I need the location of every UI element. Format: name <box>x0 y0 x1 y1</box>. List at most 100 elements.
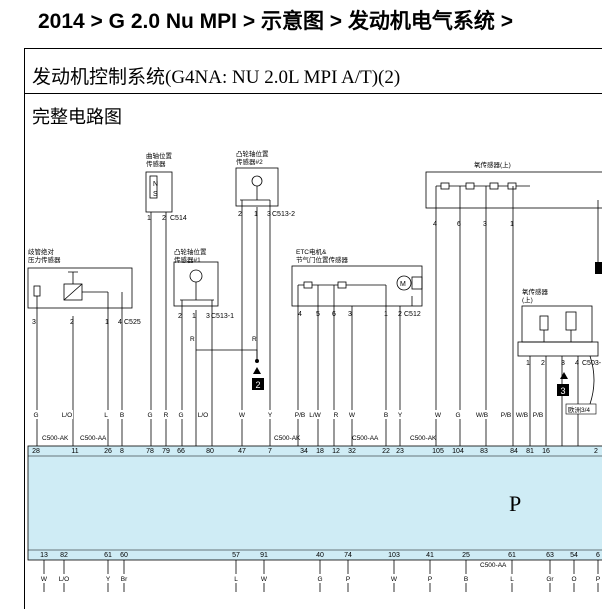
o2b-pin-3: 3 <box>561 360 565 367</box>
wire-color-bg <box>144 410 156 419</box>
splice-dot <box>255 359 259 363</box>
ecu-top-pin: 7 <box>268 448 272 455</box>
diagram-subtitle: 完整电路图 <box>32 107 122 127</box>
wire-color-bg <box>461 574 471 583</box>
ecu-top-pin: 78 <box>146 448 154 455</box>
marker-3b-box <box>595 262 602 274</box>
wire-color-top: G <box>147 412 152 419</box>
wire-color-bottom: Gr <box>546 576 554 583</box>
map-pin-3: 3 <box>32 319 36 326</box>
o2-upstream-label: 氧传感器(上) <box>474 160 511 169</box>
marker-2-label: 2 <box>255 380 260 390</box>
etc-pin-6: 6 <box>332 311 336 318</box>
ecu-top-pin: 16 <box>542 448 550 455</box>
o2up-pin-3: 3 <box>483 221 487 228</box>
marker-3-label: 3 <box>560 386 565 396</box>
ecu-bottom-pin: 91 <box>260 552 268 559</box>
wire-color-bg <box>160 410 172 419</box>
wire-color-top: R <box>334 412 339 419</box>
etc-label-1: ETC电机& <box>296 247 327 256</box>
map-sensor-box <box>27 267 133 309</box>
wire-color-top: L/W <box>309 412 321 419</box>
o2up-pin-4: 4 <box>433 221 437 228</box>
wire-color-top: L/O <box>198 412 208 419</box>
wire-color-bg <box>119 574 129 583</box>
wire-color-top: L <box>104 412 108 419</box>
cam2-pin-2: 2 <box>238 211 242 218</box>
wire-color-bg <box>330 410 342 419</box>
wire-color-top: G <box>455 412 460 419</box>
wire-color-bottom: P <box>346 576 350 583</box>
wire-color-bg <box>315 574 325 583</box>
cam1-sensor-icon <box>189 269 203 283</box>
wire <box>589 355 595 405</box>
ecu-top-pin: 22 <box>382 448 390 455</box>
wire-color-bg <box>452 410 464 419</box>
ecu-bottom-pin: 61 <box>104 552 112 559</box>
wire-color-top: B <box>120 412 124 419</box>
wire-color-bg <box>264 410 276 419</box>
cam2-sensor-icon <box>251 175 263 187</box>
ecu-top-pin: 28 <box>32 448 40 455</box>
ecu-bottom-pin: 13 <box>40 552 48 559</box>
wire-color-top: Y <box>398 412 403 419</box>
etc-connector: C512 <box>404 311 421 318</box>
wire-color-bottom: Y <box>106 576 111 583</box>
o2b-label-1: 氧传感器 <box>522 287 549 296</box>
cam2-pin-1: 1 <box>254 211 258 218</box>
ecu-bottom-pin: 57 <box>232 552 240 559</box>
wire-color-bg <box>231 574 241 583</box>
ecu-top-pin: 32 <box>348 448 356 455</box>
etc-motor-label: M <box>400 281 406 288</box>
wire-color-bottom: W <box>41 576 48 583</box>
etc-label-2: 节气门位置传感器 <box>296 255 349 264</box>
wire-color-top: W <box>435 412 442 419</box>
wire-color-bg <box>425 574 435 583</box>
o2-sensor-box <box>521 305 593 343</box>
wire-color-bg <box>343 574 353 583</box>
wire-color-bg <box>259 574 269 583</box>
marker-3-box <box>557 384 569 396</box>
cam2-sensor-box <box>235 167 279 207</box>
wire-color-bg <box>389 574 399 583</box>
wire-color-top: R <box>164 412 169 419</box>
cam1-label-1: 凸轮轴位置 <box>174 247 207 256</box>
diagram-frame <box>24 48 602 609</box>
wire-color-bg <box>394 410 406 419</box>
wire-color-bg <box>476 410 488 419</box>
wire-color-bg <box>507 574 517 583</box>
ecu-top-pin: 79 <box>162 448 170 455</box>
o2b-pin-4: 4 <box>575 360 579 367</box>
breadcrumb[interactable]: 2014 > G 2.0 Nu MPI > 示意图 > 发动机电气系统 > <box>38 10 513 33</box>
cam1-pin-2: 2 <box>178 313 182 320</box>
wire-color-bg <box>236 410 248 419</box>
wire-color-bg <box>175 410 187 419</box>
ecu-bottom-pin: 6 <box>596 552 600 559</box>
ecu-top-pin: 81 <box>526 448 534 455</box>
wire-color-bg <box>545 574 555 583</box>
map-connector: C525 <box>124 319 141 326</box>
ecu-top-pin: 8 <box>120 448 124 455</box>
ecu-top-pin: 34 <box>300 448 308 455</box>
wire-color-top: L/O <box>62 412 72 419</box>
crank-label-2: 传感器 <box>146 159 166 168</box>
ecu-top-pin: 66 <box>177 448 185 455</box>
wire-color-bg <box>380 410 392 419</box>
conn-label-5: C500-AK <box>410 435 437 442</box>
wire-color-top: B <box>384 412 388 419</box>
ecu-top-pin: 84 <box>510 448 518 455</box>
wire-color-bg <box>100 410 112 419</box>
wire-color-bottom: L <box>234 576 238 583</box>
wire-color-top: P/B <box>533 412 543 419</box>
cam1-sensor-box <box>173 261 219 307</box>
wire-color-top: W <box>349 412 356 419</box>
ecu-top-pin: 26 <box>104 448 112 455</box>
wire-color-top: W <box>239 412 246 419</box>
ecu-label: P <box>509 491 521 516</box>
cam1-connector: C513-1 <box>211 313 234 320</box>
cam1-label-2: 传感器#1 <box>174 255 201 264</box>
crank-connector: C514 <box>170 215 187 222</box>
wire-color-top: G <box>33 412 38 419</box>
wire-color-bg <box>116 410 128 419</box>
wire-color-top: W/B <box>476 412 488 419</box>
